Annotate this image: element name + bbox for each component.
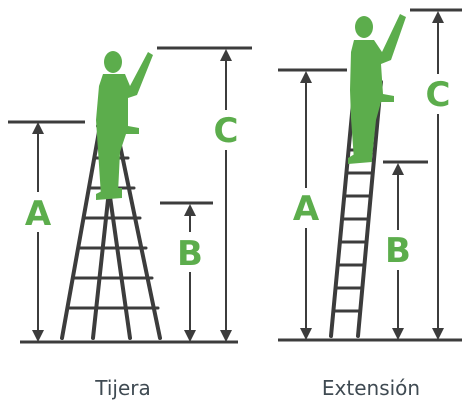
label-c: C [214, 111, 239, 151]
label-c: C [426, 75, 451, 115]
label-b: B [177, 234, 203, 274]
label-b: B [385, 231, 411, 271]
step-ladder-diagram: A B C Tijera [8, 46, 252, 400]
person-silhouette [96, 51, 153, 200]
person-silhouette [348, 14, 406, 164]
caption-extension-ladder: Extensión [322, 376, 420, 400]
label-a: A [293, 189, 320, 229]
extension-ladder-diagram: A B C Extensión [278, 8, 462, 400]
label-a: A [25, 194, 52, 234]
caption-step-ladder: Tijera [94, 376, 151, 400]
